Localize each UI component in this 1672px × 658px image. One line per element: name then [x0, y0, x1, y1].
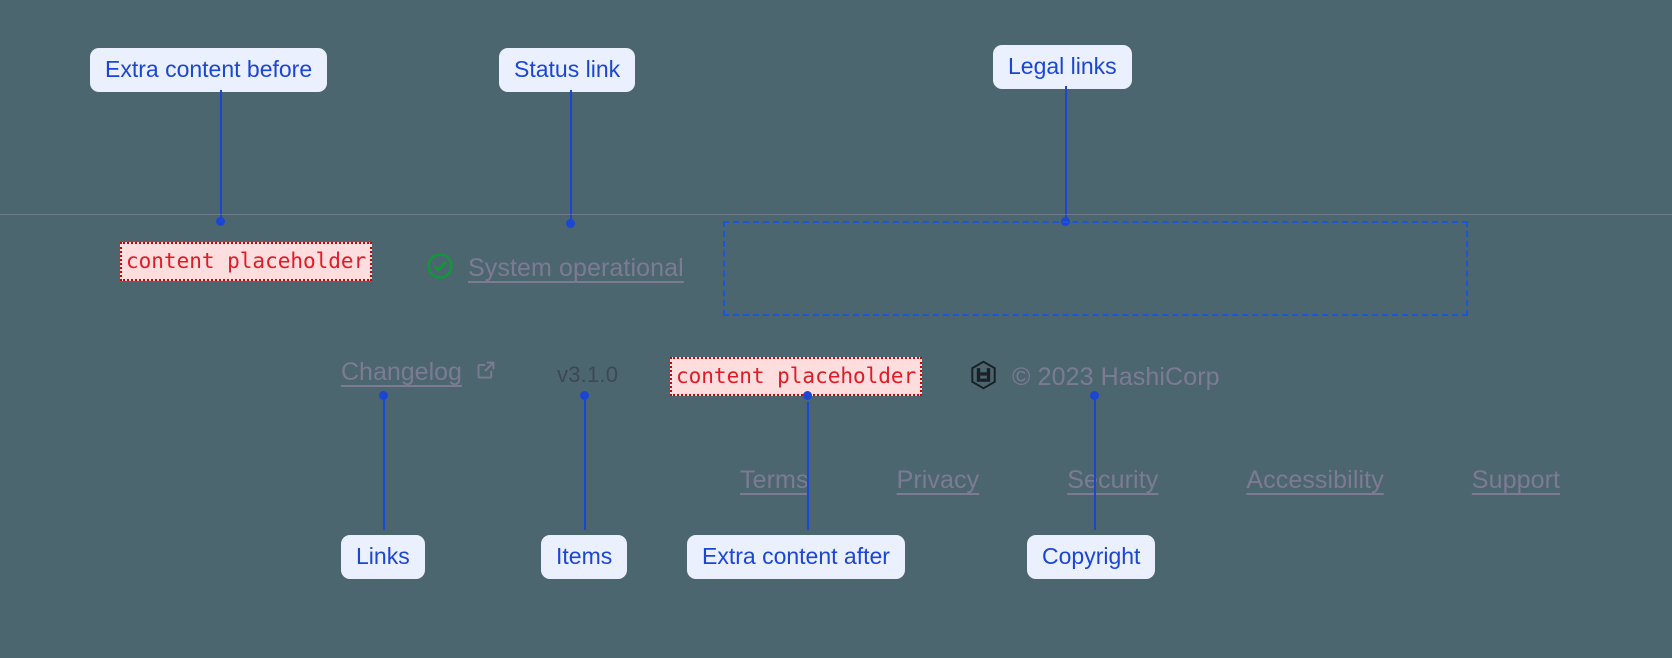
callout-status-link: Status link	[499, 48, 636, 93]
changelog-link[interactable]: Changelog	[341, 358, 498, 387]
leader-dot-copyright	[1090, 391, 1099, 400]
footer-top-divider	[0, 214, 1672, 215]
footer-primary-row: content placeholder System operational	[0, 215, 1672, 310]
extra-content-before-placeholder: content placeholder	[120, 242, 373, 282]
footer-secondary-row: Changelog v3.1.0 content placeholder	[0, 340, 1672, 410]
legal-link-accessibility[interactable]: Accessibility	[1246, 466, 1384, 494]
legal-link-support[interactable]: Support	[1471, 466, 1561, 494]
callout-extra-content-before: Extra content before	[90, 48, 328, 93]
leader-line-items	[584, 398, 586, 530]
leader-line-legal-links	[1065, 86, 1067, 221]
leader-dot-extra-content-after	[803, 391, 812, 400]
legal-links-list: Terms Privacy Security Accessibility Sup…	[740, 466, 1560, 495]
copyright-block: © 2023 HashiCorp	[969, 360, 1220, 395]
callout-links: Links	[341, 535, 425, 580]
leader-dot-links	[379, 391, 388, 400]
callout-copyright: Copyright	[1027, 535, 1156, 580]
changelog-link-label: Changelog	[341, 358, 462, 386]
callout-legal-links: Legal links	[993, 45, 1132, 90]
status-link-label: System operational	[468, 254, 684, 282]
hashicorp-logo	[969, 360, 998, 395]
legal-link-privacy[interactable]: Privacy	[896, 466, 980, 494]
status-link[interactable]: System operational	[425, 251, 684, 286]
legal-link-security[interactable]: Security	[1067, 466, 1159, 494]
leader-dot-items	[580, 391, 589, 400]
leader-dot-status-link	[566, 219, 575, 228]
legal-links-highlight-box	[723, 221, 1468, 316]
leader-line-status-link	[570, 90, 572, 221]
copyright-text: © 2023 HashiCorp	[1012, 363, 1220, 391]
external-link-icon	[474, 358, 498, 387]
legal-link-terms[interactable]: Terms	[740, 466, 809, 494]
extra-content-after-placeholder: content placeholder	[670, 357, 923, 397]
leader-line-copyright	[1094, 398, 1096, 530]
version-label: v3.1.0	[557, 362, 619, 387]
leader-line-extra-content-before	[220, 90, 222, 220]
callout-extra-content-after: Extra content after	[687, 535, 905, 580]
leader-dot-extra-content-before	[216, 217, 225, 226]
leader-line-links	[383, 398, 385, 530]
leader-line-extra-content-after	[807, 402, 809, 530]
callout-items: Items	[541, 535, 628, 580]
check-circle-icon	[425, 251, 455, 286]
